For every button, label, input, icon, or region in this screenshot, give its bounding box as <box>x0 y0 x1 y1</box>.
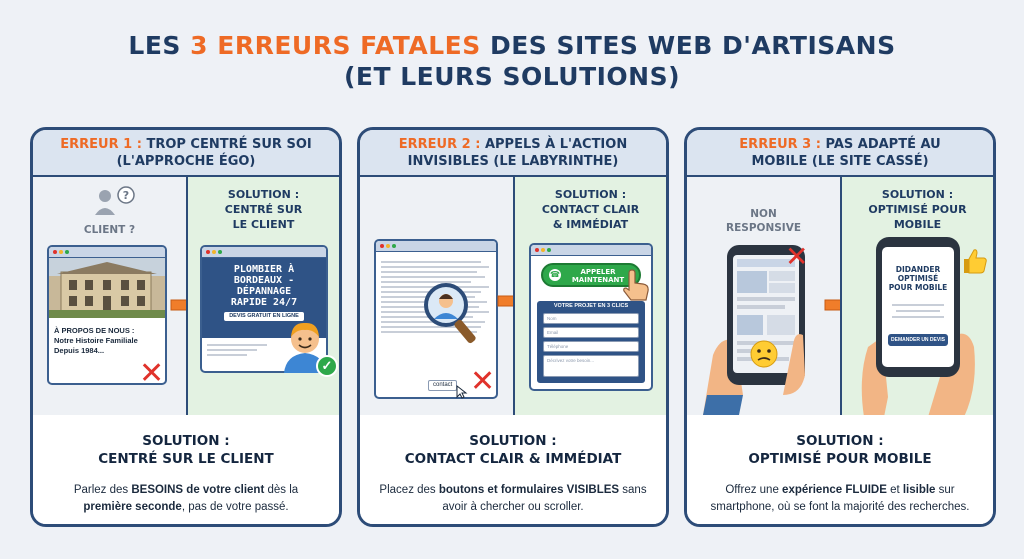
solution-heading: SOLUTION : CENTRÉ SUR LE CLIENT <box>224 188 303 231</box>
summary-description: Parlez des BESOINS de votre client dès l… <box>73 484 299 513</box>
summary-description: Placez des boutons et formulaires VISIBL… <box>379 484 647 513</box>
panel-header: ERREUR 2 : APPELS À L'ACTION INVISIBLES … <box>360 130 666 177</box>
solution-heading: SOLUTION : OPTIMISÉ POUR MOBILE <box>868 188 967 231</box>
request-quote-button[interactable]: DEMANDER UN DEVIS <box>888 334 948 346</box>
pointing-hand-icon <box>623 269 649 301</box>
email-field[interactable]: Email <box>543 327 639 338</box>
x-mark-icon: ✕ <box>470 364 496 399</box>
summary-description: Offrez une expérience FLUIDE et lisible … <box>710 484 970 513</box>
small-contact-button[interactable]: contact <box>428 380 458 391</box>
panel-header: ERREUR 3 : PAS ADAPTÉ AU MOBILE (LE SITE… <box>687 130 993 177</box>
free-quote-button[interactable]: DEVIS GRATUIT EN LIGNE <box>224 312 304 321</box>
check-icon: ✓ <box>316 355 338 377</box>
summary-title: SOLUTION : CONTACT CLAIR & IMMÉDIAT <box>404 433 622 467</box>
phone-icon: ☎ <box>549 269 561 281</box>
about-heading: À PROPOS DE NOUS : <box>54 326 135 335</box>
name-field[interactable]: Nom <box>543 313 639 324</box>
contact-form: VOTRE PROJET EN 3 CLICS Nom Email Téléph… <box>537 301 645 383</box>
cursor-icon <box>456 385 468 399</box>
about-line: Depuis 1984... <box>54 346 105 355</box>
title-line2: (ET LEURS SOLUTIONS) <box>343 62 681 91</box>
non-responsive-label: NON RESPONSIVE <box>726 208 801 234</box>
solution-side: SOLUTION : OPTIMISÉ POUR MOBILE DIDANDER… <box>840 177 993 417</box>
x-mark-icon: ✕ <box>139 356 165 391</box>
summary-title: SOLUTION : CENTRÉ SUR LE CLIENT <box>98 433 274 467</box>
phone-hero: DIDANDER OPTIMISÉ POUR MOBILE <box>888 265 948 292</box>
broken-phone-illustration <box>703 245 805 415</box>
phone-field[interactable]: Téléphone <box>543 341 639 352</box>
summary-title: SOLUTION : OPTIMISÉ POUR MOBILE <box>748 433 932 467</box>
user-question-icon: ? <box>95 186 135 215</box>
error-panel-3: ERREUR 3 : PAS ADAPTÉ AU MOBILE (LE SITE… <box>684 127 996 527</box>
problem-side: ? CLIENT ? À PROPOS DE NOUS : Notre Hist… <box>33 177 186 415</box>
panel-header: ERREUR 1 : TROP CENTRÉ SUR SOI (L'APPROC… <box>33 130 339 177</box>
old-website-mockup: À PROPOS DE NOUS : Notre Histoire Famili… <box>47 245 167 385</box>
solution-summary: SOLUTION : CONTACT CLAIR & IMMÉDIAT Plac… <box>360 415 666 524</box>
problem-side: NON RESPONSIVE ✕ <box>687 177 840 415</box>
solution-side: SOLUTION : CENTRÉ SUR LE CLIENT PLOMBIER… <box>186 177 339 415</box>
need-textarea[interactable]: Décrivez votre besoin... <box>543 355 639 377</box>
contact-website-mockup: ☎ APPELER MAINTENANT VOTRE PROJET EN 3 C… <box>529 243 653 391</box>
about-line: Notre Histoire Familiale <box>54 336 138 345</box>
error-panel-1: ERREUR 1 : TROP CENTRÉ SUR SOI (L'APPROC… <box>30 127 342 527</box>
main-title: LES 3 ERREURS FATALES DES SITES WEB D'AR… <box>0 30 1024 92</box>
call-now-button[interactable]: ☎ APPELER MAINTENANT <box>541 263 641 287</box>
client-question-label: CLIENT ? <box>83 224 136 236</box>
form-title: VOTRE PROJET EN 3 CLICS <box>553 303 629 309</box>
solution-side: SOLUTION : CONTACT CLAIR & IMMÉDIAT ☎ AP… <box>513 177 666 415</box>
solution-summary: SOLUTION : CENTRÉ SUR LE CLIENT Parlez d… <box>33 415 339 524</box>
thumbs-up-icon <box>964 249 987 274</box>
x-mark-icon: ✕ <box>785 240 809 273</box>
solution-summary: SOLUTION : OPTIMISÉ POUR MOBILE Offrez u… <box>687 415 993 524</box>
title-highlight: 3 ERREURS FATALES <box>190 31 481 60</box>
problem-side: contact ✕ <box>360 177 513 415</box>
optimized-phone-screen: DIDANDER OPTIMISÉ POUR MOBILE DEMANDER U… <box>882 247 954 367</box>
svg-text:?: ? <box>123 189 129 202</box>
solution-heading: SOLUTION : CONTACT CLAIR & IMMÉDIAT <box>541 188 640 231</box>
happy-customer-icon <box>284 322 326 373</box>
error-panel-2: ERREUR 2 : APPELS À L'ACTION INVISIBLES … <box>357 127 669 527</box>
magnifier-search-icon <box>424 283 476 344</box>
old-house-photo <box>49 258 165 318</box>
confused-emoji-icon <box>750 340 778 368</box>
